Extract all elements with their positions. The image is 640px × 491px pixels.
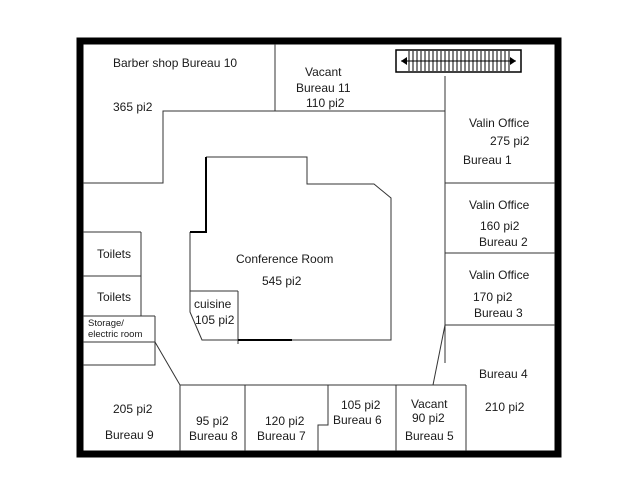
wall-conference-thick-left [190, 157, 207, 233]
conference-thick-walls [190, 157, 292, 341]
bureau5-status: Vacant [411, 397, 448, 411]
bureau9-area: 205 pi2 [113, 402, 153, 416]
wall-bureau4-left [432, 324, 446, 386]
bureau5-name: Bureau 5 [405, 429, 454, 443]
bureau9-name: Bureau 9 [105, 428, 154, 442]
bureau3-area: 170 pi2 [473, 290, 513, 304]
bureau1-area: 275 pi2 [490, 134, 530, 148]
bureau4-area: 210 pi2 [485, 400, 525, 414]
bureau2-name: Bureau 2 [479, 235, 528, 249]
wall-conference [206, 156, 392, 341]
kitchen-area: 105 pi2 [195, 313, 235, 327]
bureau7-name: Bureau 7 [257, 429, 306, 443]
barber-shop-area: 365 pi2 [113, 100, 153, 114]
bureau8-area: 95 pi2 [196, 414, 229, 428]
interior-walls [83, 44, 555, 451]
bureau6-name: Bureau 6 [333, 413, 382, 427]
bureau8-name: Bureau 8 [189, 429, 238, 443]
wall-bottom-row-top [154, 341, 445, 386]
storage-room-line2: electric room [88, 329, 143, 340]
bureau7-area: 120 pi2 [265, 414, 305, 428]
conference-room-name: Conference Room [236, 252, 334, 266]
wall-bureau7-right [317, 385, 329, 451]
bureau1-tenant: Valin Office [469, 116, 530, 130]
wall-bureau9-top-left [83, 342, 156, 366]
kitchen-name: cuisine [194, 297, 232, 311]
bureau1-name: Bureau 1 [463, 153, 512, 167]
stairs-icon [395, 49, 522, 73]
bureau5-area: 90 pi2 [412, 411, 445, 425]
bureau2-tenant: Valin Office [469, 198, 530, 212]
wall-barber-bottom [83, 110, 275, 184]
bureau4-name: Bureau 4 [479, 367, 528, 381]
toilets-upper: Toilets [97, 247, 132, 261]
conference-room-area: 545 pi2 [262, 274, 302, 288]
bureau6-area: 105 pi2 [341, 398, 381, 412]
bureau2-area: 160 pi2 [480, 219, 520, 233]
bureau3-tenant: Valin Office [469, 268, 530, 282]
bureau3-name: Bureau 3 [474, 306, 523, 320]
barber-shop-name: Barber shop Bureau 10 [113, 56, 238, 70]
outer-wall [76, 37, 562, 458]
bureau11-status: Vacant [305, 65, 342, 79]
bureau11-name: Bureau 11 [296, 81, 351, 95]
wall-cuisine-left [189, 232, 238, 341]
toilets-lower: Toilets [97, 290, 132, 304]
storage-room-line1: Storage/ [88, 318, 124, 329]
bureau11-area: 110 pi2 [306, 96, 345, 110]
